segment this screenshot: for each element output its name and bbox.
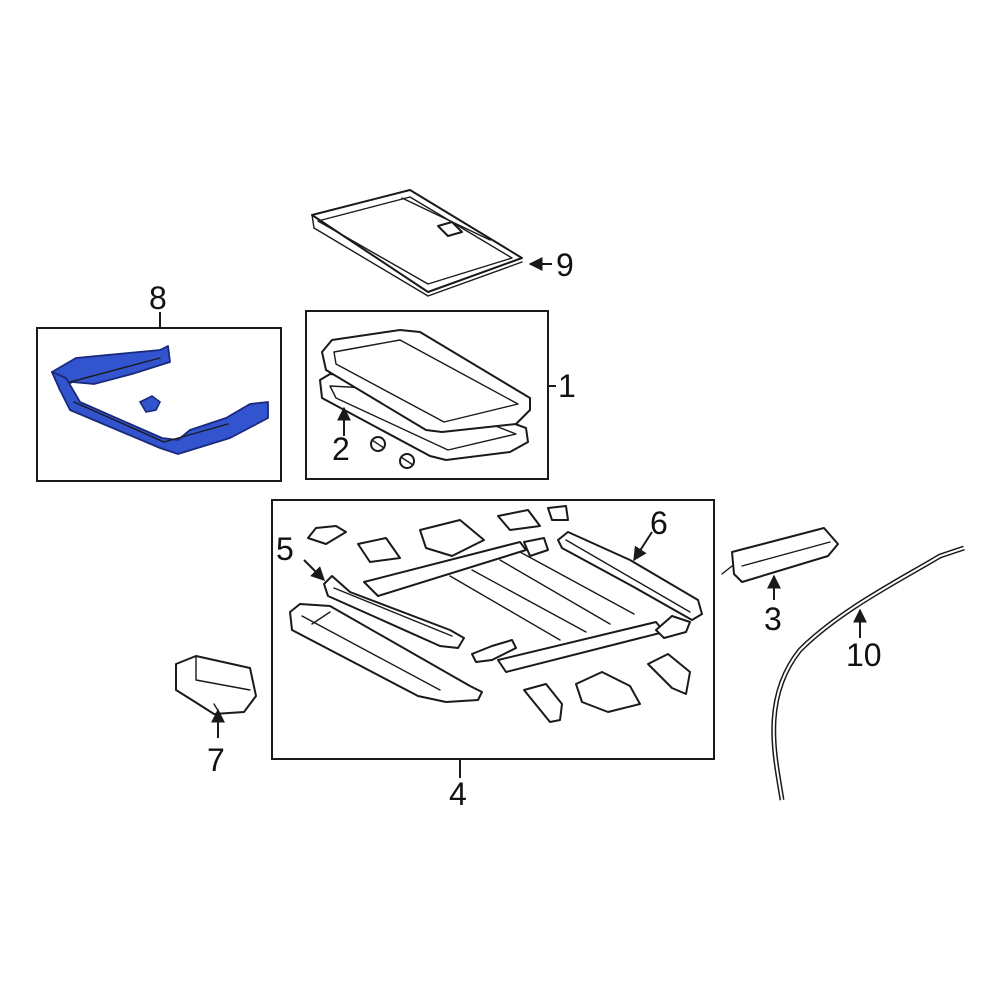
callout-9: 9 bbox=[556, 247, 574, 283]
part-6-rail[interactable] bbox=[557, 531, 703, 621]
part-3-deflector[interactable] bbox=[721, 527, 839, 583]
part-1-box bbox=[305, 310, 549, 480]
part-8-clip bbox=[138, 395, 162, 413]
part-7-motor[interactable] bbox=[175, 655, 257, 715]
callout-10: 10 bbox=[846, 637, 882, 673]
callout-8: 8 bbox=[149, 280, 167, 316]
callout-7: 7 bbox=[207, 742, 225, 778]
leader-lines bbox=[159, 257, 867, 778]
callout-6: 6 bbox=[650, 505, 668, 541]
callout-3: 3 bbox=[764, 601, 782, 637]
part-1-glass-panel[interactable] bbox=[321, 329, 531, 433]
part-4-frame-housing[interactable] bbox=[289, 505, 691, 723]
part-8-drain-frame[interactable] bbox=[51, 345, 269, 455]
part-1-bolts bbox=[370, 436, 415, 469]
part-10-drain-hose[interactable] bbox=[771, 545, 965, 801]
callout-4: 4 bbox=[449, 776, 467, 812]
part-5-rail[interactable] bbox=[323, 575, 465, 649]
callout-1: 1 bbox=[558, 368, 576, 404]
callout-2: 2 bbox=[332, 431, 350, 467]
part-4-box bbox=[271, 499, 715, 760]
callout-5: 5 bbox=[276, 531, 294, 567]
part-8-front-rail bbox=[51, 371, 269, 455]
part-9-sunshade[interactable] bbox=[311, 189, 523, 297]
